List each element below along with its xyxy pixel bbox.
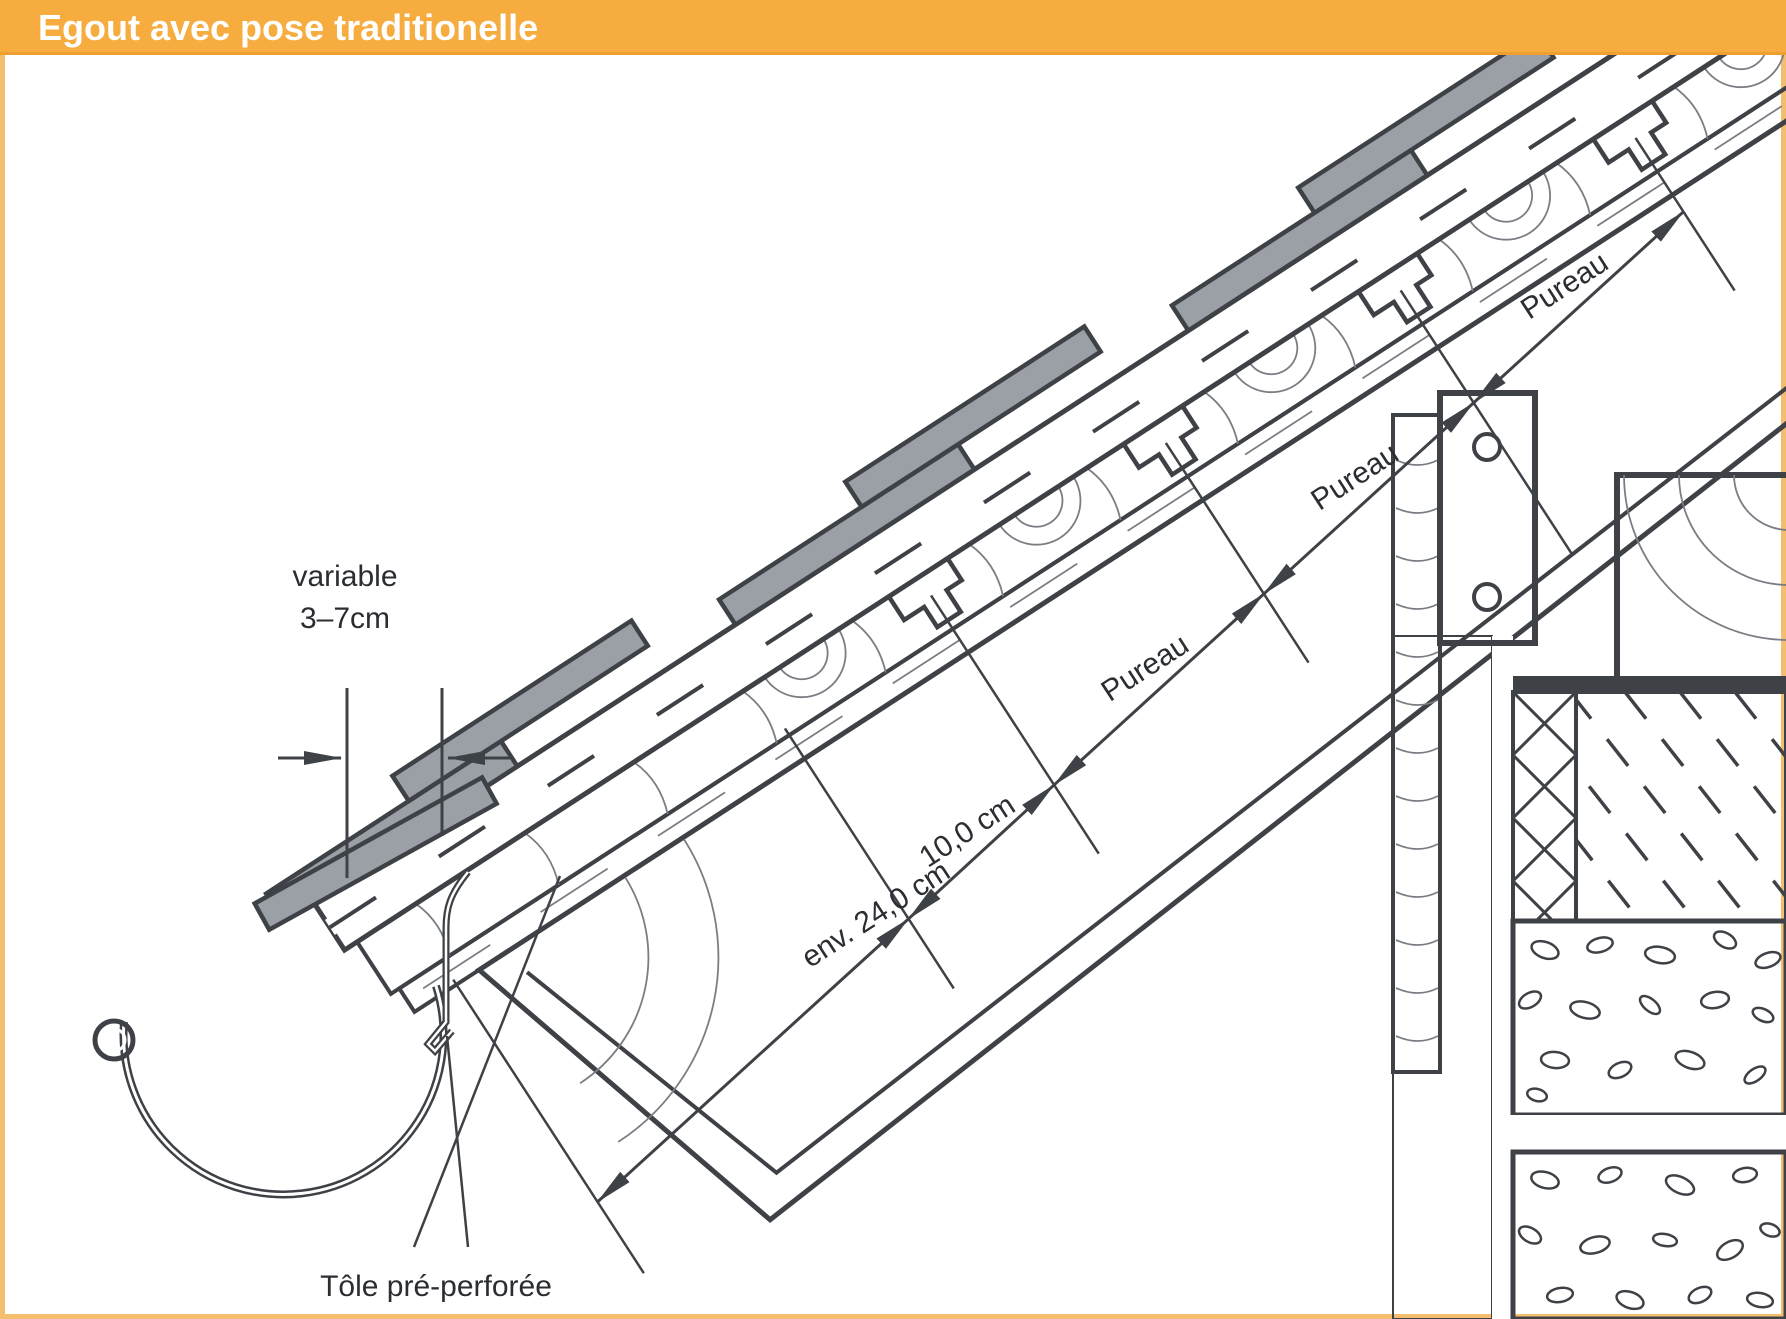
gutter-bead-inner — [101, 1027, 127, 1053]
rafter-grain-line — [422, 0, 1786, 990]
frame-border-left — [0, 55, 5, 1319]
overhang-label-line1: variable — [292, 560, 397, 593]
aggregate-pebbles-upper — [1517, 930, 1782, 1103]
bracket-hole-bottom — [1472, 582, 1502, 612]
eaves-starter-course — [251, 774, 500, 933]
concrete-block-lower — [1510, 1149, 1786, 1319]
dim-line-24cm — [596, 917, 910, 1203]
crosshatch-pattern — [1513, 692, 1576, 921]
roof-assembly — [251, 0, 1786, 1223]
leader-line-1 — [412, 875, 562, 1248]
perforated-sheet-inner-line — [426, 871, 469, 1053]
mortar-joint — [1509, 1115, 1786, 1152]
wall-section — [1391, 390, 1786, 1319]
dimension-lines — [596, 210, 1685, 1203]
sarking-grain — [415, 18, 1786, 956]
aggregate-pebbles-lower — [1517, 1165, 1781, 1311]
drip-sheet-callout: Tôle pré-perforée — [320, 875, 562, 1303]
drip-sheet-label: Tôle pré-perforée — [320, 1270, 552, 1303]
batten-step-sections — [888, 101, 1670, 631]
page-title: Egout avec pose traditionelle — [38, 7, 538, 48]
wall-cap-band — [1513, 676, 1786, 692]
gutter-bead — [92, 1018, 136, 1062]
air-gap — [1492, 636, 1513, 1319]
extension-lines — [452, 137, 1736, 1274]
slate-course-band — [308, 0, 1786, 954]
dim-line-pureau-1 — [1053, 592, 1265, 787]
beam-grain — [1623, 474, 1786, 641]
gutter-inner-line — [122, 985, 445, 1196]
header-bar — [0, 0, 1786, 55]
underlay-membrane — [324, 0, 1786, 935]
dim-line-pureau-3 — [1472, 210, 1685, 404]
frame-border-bottom — [0, 1314, 1786, 1319]
overhang-dimension: variable 3–7cm — [278, 560, 510, 878]
dim-line-10cm — [907, 783, 1056, 920]
header-underline — [0, 52, 1786, 55]
gutter-assembly — [92, 984, 448, 1199]
overhang-label-line2: 3–7cm — [300, 602, 390, 635]
diagonal-hatch-pattern — [1576, 692, 1786, 921]
dim-line-pureau-2 — [1262, 401, 1475, 595]
leader-line-2 — [445, 1035, 470, 1248]
drip-edge-sheet — [423, 869, 471, 1057]
